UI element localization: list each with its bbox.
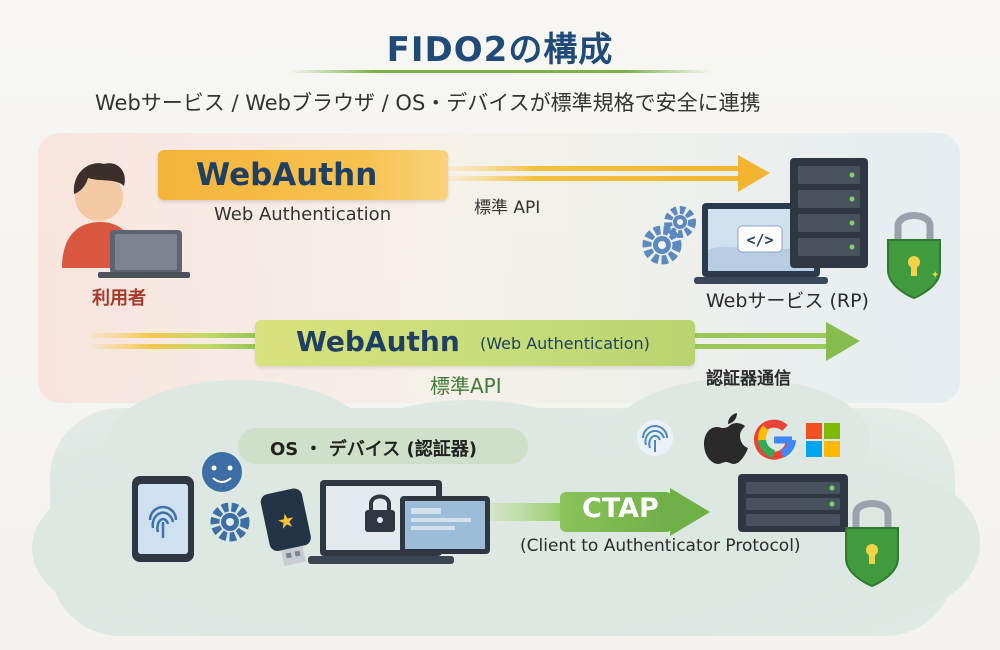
webauthn-top-subtitle: Web Authentication <box>214 204 392 225</box>
server-icon <box>738 474 848 532</box>
padlock-shield-icon: ✦ <box>887 212 941 300</box>
smartphone-fingerprint-icon <box>132 476 194 562</box>
webauthn-middle-title: WebAuthn <box>296 325 460 358</box>
ctap-subtitle: (Client to Authenticator Protocol) <box>520 536 801 556</box>
usb-security-key-icon: ★ <box>260 488 311 567</box>
gear-icon <box>210 502 250 542</box>
middle-arrow <box>90 322 860 361</box>
ctap-banner <box>560 492 672 532</box>
laptop-lock-icon <box>308 480 490 564</box>
webauthn-top-banner <box>158 150 448 200</box>
webauthn-top-title: WebAuthn <box>196 157 378 193</box>
os-device-pill <box>238 428 528 464</box>
microsoft-logo-icon <box>806 423 840 457</box>
ctap-title: CTAP <box>582 493 659 524</box>
rp-label: Webサービス (RP) <box>706 290 869 312</box>
apple-logo-icon <box>704 413 748 464</box>
user-label: 利用者 <box>92 288 146 309</box>
face-recognition-icon <box>202 452 242 492</box>
svg-text:★: ★ <box>275 507 298 534</box>
padlock-shield-icon <box>845 500 899 588</box>
google-logo-icon <box>754 419 796 460</box>
title-underline <box>290 70 710 73</box>
page-title: FIDO2の構成 <box>386 30 614 70</box>
os-device-label: OS ・ デバイス (認証器) <box>270 439 477 460</box>
webauthn-middle-subtitle: (Web Authentication) <box>480 334 650 353</box>
gear-icon <box>642 206 696 265</box>
api-label-top: 標準 API <box>474 198 541 218</box>
svg-text:✦: ✦ <box>931 270 939 281</box>
svg-text:</>: </> <box>746 231 773 249</box>
webauthn-middle-banner <box>255 320 695 366</box>
authenticator-comm-label: 認証器通信 <box>706 369 791 389</box>
server-icon <box>790 158 868 268</box>
person-laptop-icon <box>62 163 190 278</box>
top-arrow <box>448 155 770 192</box>
page-subtitle: Webサービス / Webブラウザ / OS・デバイスが標準規格で安全に連携 <box>95 91 761 115</box>
fingerprint-icon <box>637 420 673 456</box>
api-label-middle: 標準API <box>430 374 502 398</box>
